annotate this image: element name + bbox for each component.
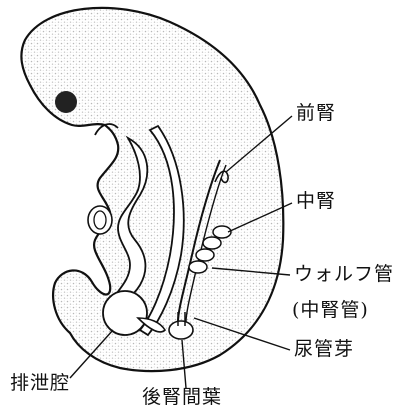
eye bbox=[55, 91, 77, 113]
label-mesonephros: 中腎 bbox=[296, 190, 336, 212]
label-ureteric-bud: 尿管芽 bbox=[294, 338, 354, 360]
cloaca bbox=[103, 291, 147, 335]
metanephric-blastema-shape bbox=[169, 321, 193, 339]
label-metanephric-blastema: 後腎間葉 bbox=[142, 386, 222, 408]
label-cloaca: 排泄腔 bbox=[10, 372, 70, 394]
label-pronephros: 前腎 bbox=[296, 102, 336, 124]
mesonephros-tubule bbox=[203, 237, 221, 249]
label-wolffian-duct-note: (中腎管) bbox=[292, 299, 369, 321]
mesonephros-tubule bbox=[196, 249, 214, 261]
arch-structure bbox=[88, 206, 112, 234]
mesonephros-tubule bbox=[189, 261, 207, 273]
label-wolffian-duct: ウォルフ管 bbox=[294, 263, 394, 285]
